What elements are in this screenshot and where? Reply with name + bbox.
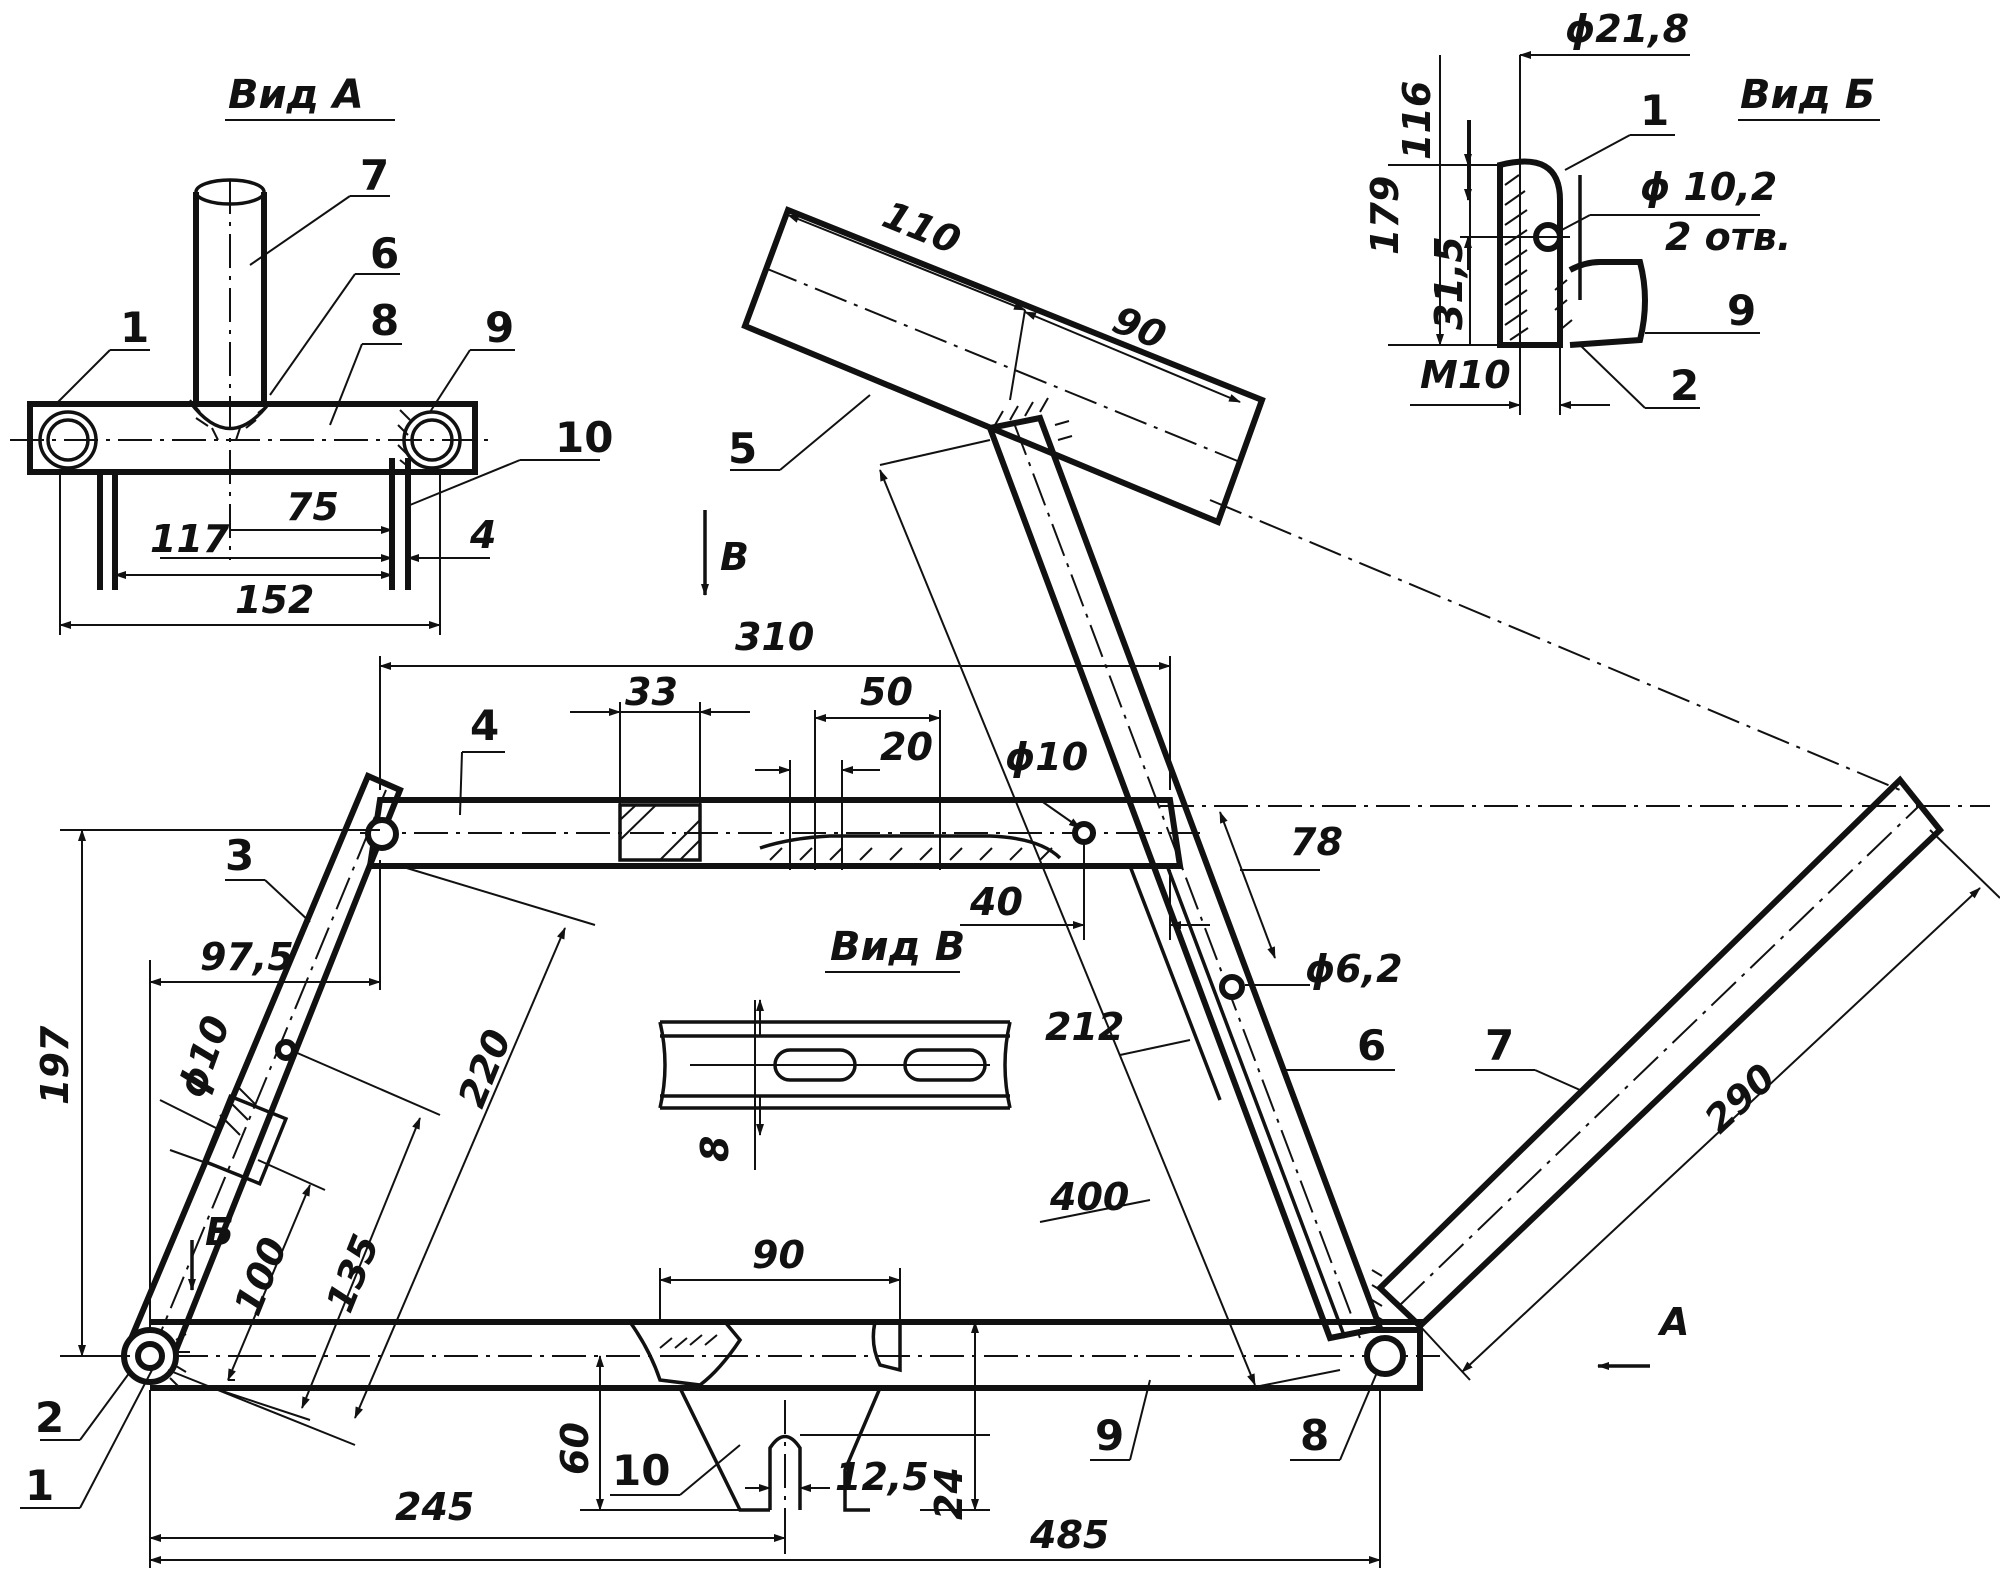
part-label-10: 10 bbox=[612, 1446, 670, 1495]
part-label-3: 3 bbox=[225, 831, 254, 880]
dim-90-top: 90 bbox=[1107, 298, 1173, 359]
view-b: Вид Б ϕ21,8 116 179 31,5 ϕ 10,2 2 отв. 1 bbox=[1363, 7, 1880, 415]
joint-rear bbox=[1360, 1327, 1423, 1390]
dim-310: 310 bbox=[735, 615, 814, 659]
dim-135: 135 bbox=[318, 1228, 389, 1318]
part-label-8: 8 bbox=[1300, 1411, 1329, 1460]
arrow-label-a: A bbox=[1657, 1300, 1689, 1344]
view-a-dim-117: 117 bbox=[150, 517, 230, 561]
view-v: Вид В 8 bbox=[658, 924, 1012, 1170]
view-v-title: Вид В bbox=[830, 924, 965, 970]
joint-front bbox=[121, 1327, 190, 1387]
view-b-dim-phi21-8: ϕ21,8 bbox=[1565, 7, 1689, 51]
dim-220: 220 bbox=[450, 1023, 521, 1113]
part-label-1: 1 bbox=[25, 1461, 54, 1510]
view-a: Вид А 7 6 8 9 10 1 bbox=[10, 72, 613, 635]
part-label-7: 7 bbox=[1485, 1021, 1514, 1070]
view-b-dim-31-5: 31,5 bbox=[1427, 236, 1471, 330]
arrow-label-b: Б bbox=[205, 1210, 234, 1254]
main-frame bbox=[120, 206, 1990, 1560]
view-b-dim-179: 179 bbox=[1363, 176, 1407, 255]
dim-phi6-2: ϕ6,2 bbox=[1305, 947, 1403, 991]
view-b-dim-116: 116 bbox=[1395, 81, 1439, 160]
bottom-tube-9 bbox=[120, 1319, 1440, 1560]
view-a-part-1: 1 bbox=[120, 303, 149, 352]
arrow-label-v: В bbox=[720, 535, 749, 579]
seat-to-rear-line bbox=[1209, 499, 1901, 791]
view-b-part-2: 2 bbox=[1670, 361, 1699, 410]
dim-90-bottom: 90 bbox=[752, 1233, 805, 1277]
dim-212: 212 bbox=[1045, 1005, 1124, 1049]
view-a-part-6: 6 bbox=[370, 229, 399, 278]
seat-tube-6 bbox=[985, 414, 1385, 1342]
view-b-dim-phi10-2: ϕ 10,2 bbox=[1640, 165, 1777, 209]
dim-78: 78 bbox=[1290, 820, 1343, 864]
dim-phi10-left: ϕ10 bbox=[169, 1010, 239, 1103]
part-label-9: 9 bbox=[1095, 1411, 1124, 1460]
view-a-part-7: 7 bbox=[360, 151, 389, 200]
part-label-4: 4 bbox=[470, 701, 499, 750]
inner-strut bbox=[1166, 867, 1347, 1339]
view-a-part-8: 8 bbox=[370, 296, 399, 345]
view-a-part-10: 10 bbox=[555, 413, 613, 462]
seat-tube-5 bbox=[741, 206, 1266, 526]
dim-8: 8 bbox=[693, 1136, 737, 1162]
view-b-title: Вид Б bbox=[1740, 72, 1875, 118]
dim-245: 245 bbox=[395, 1485, 474, 1529]
dim-50: 50 bbox=[860, 670, 913, 714]
dim-100: 100 bbox=[226, 1231, 297, 1321]
view-b-holes: 2 отв. bbox=[1665, 215, 1791, 259]
view-a-dim-152: 152 bbox=[235, 578, 314, 622]
part-label-5: 5 bbox=[728, 424, 757, 473]
dim-197: 197 bbox=[33, 1025, 77, 1105]
dim-phi10-top: ϕ10 bbox=[1005, 735, 1088, 779]
view-a-dim-75: 75 bbox=[286, 485, 339, 529]
part-label-6: 6 bbox=[1357, 1021, 1386, 1070]
dim-97-5: 97,5 bbox=[200, 935, 294, 979]
main-dimensions: 310 33 50 20 40 ϕ10 78 ϕ6 bbox=[33, 193, 2000, 1568]
dim-12-5: 12,5 bbox=[835, 1455, 929, 1499]
top-tube-4 bbox=[360, 797, 1200, 869]
dim-40: 40 bbox=[969, 880, 1023, 924]
dim-60: 60 bbox=[553, 1422, 597, 1475]
view-a-dim-4: 4 bbox=[469, 513, 496, 557]
dim-24: 24 bbox=[927, 1467, 971, 1520]
view-b-part-9: 9 bbox=[1727, 286, 1756, 335]
main-part-labels: 2 1 3 4 5 6 7 8 9 10 В A bbox=[20, 394, 1689, 1510]
view-a-part-9: 9 bbox=[485, 303, 514, 352]
part-label-2: 2 bbox=[35, 1393, 64, 1442]
dim-290: 290 bbox=[1696, 1055, 1784, 1141]
dim-20: 20 bbox=[880, 725, 933, 769]
dim-485: 485 bbox=[1029, 1513, 1109, 1557]
view-a-title: Вид А bbox=[228, 72, 364, 118]
rear-tube-7 bbox=[1371, 775, 1945, 1331]
view-b-part-1: 1 bbox=[1640, 86, 1669, 135]
dim-33: 33 bbox=[625, 670, 678, 714]
dim-400: 400 bbox=[1049, 1175, 1129, 1219]
view-b-dim-m10: M10 bbox=[1420, 353, 1511, 397]
